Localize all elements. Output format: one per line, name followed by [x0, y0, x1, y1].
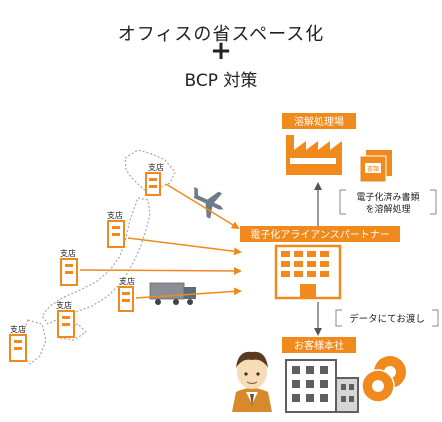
header-title-line1: オフィスの省スペース化: [117, 24, 325, 45]
dissolve-label-box: [282, 113, 356, 129]
branch-office-2: 支店: [107, 210, 125, 248]
customer-label-box: [282, 337, 356, 353]
airplane-icon: [193, 186, 224, 219]
headquarters-building-icon: [285, 359, 359, 413]
document-box-label: 書類: [367, 165, 379, 173]
branch-label-4: 支店: [119, 276, 135, 286]
arrows-to-partner: [79, 183, 242, 299]
branch-office-1: 支店: [145, 162, 164, 196]
header-title-line2: BCP 対策: [184, 71, 258, 91]
branch-label-5: 支店: [56, 300, 72, 310]
partner-label: 電子化アライアンスパートナー: [250, 228, 389, 241]
branch-label-1: 支店: [148, 162, 164, 172]
businessman-icon: [232, 351, 272, 412]
customer-label: お客様本社: [294, 339, 344, 352]
factory-icon: [286, 135, 342, 175]
branch-office-6: 支店: [9, 324, 27, 362]
branch-label-3: 支店: [60, 248, 76, 258]
branch-office-3: 支店: [60, 248, 78, 286]
dissolve-label: 溶解処理場: [294, 115, 344, 128]
branch-office-4: 支店: [118, 276, 135, 312]
branch-label-2: 支店: [107, 210, 123, 220]
partner-label-box: [240, 226, 400, 242]
document-box-icon: 書類: [359, 150, 392, 183]
data-note: データにてお渡し: [335, 309, 439, 327]
dissolve-note-line2: を溶解処理: [365, 203, 410, 215]
dissolve-note: 電子化済み書類 を溶解処理: [339, 189, 437, 215]
plus-sign: +: [210, 36, 232, 66]
branch-office-5: 支店: [56, 300, 75, 338]
disc-icon: [361, 356, 406, 403]
dissolve-note-line1: 電子化済み書類: [356, 191, 419, 203]
branch-label-6: 支店: [10, 324, 26, 334]
data-note-text: データにてお渡し: [349, 313, 425, 325]
partner-building-icon: [274, 244, 342, 300]
